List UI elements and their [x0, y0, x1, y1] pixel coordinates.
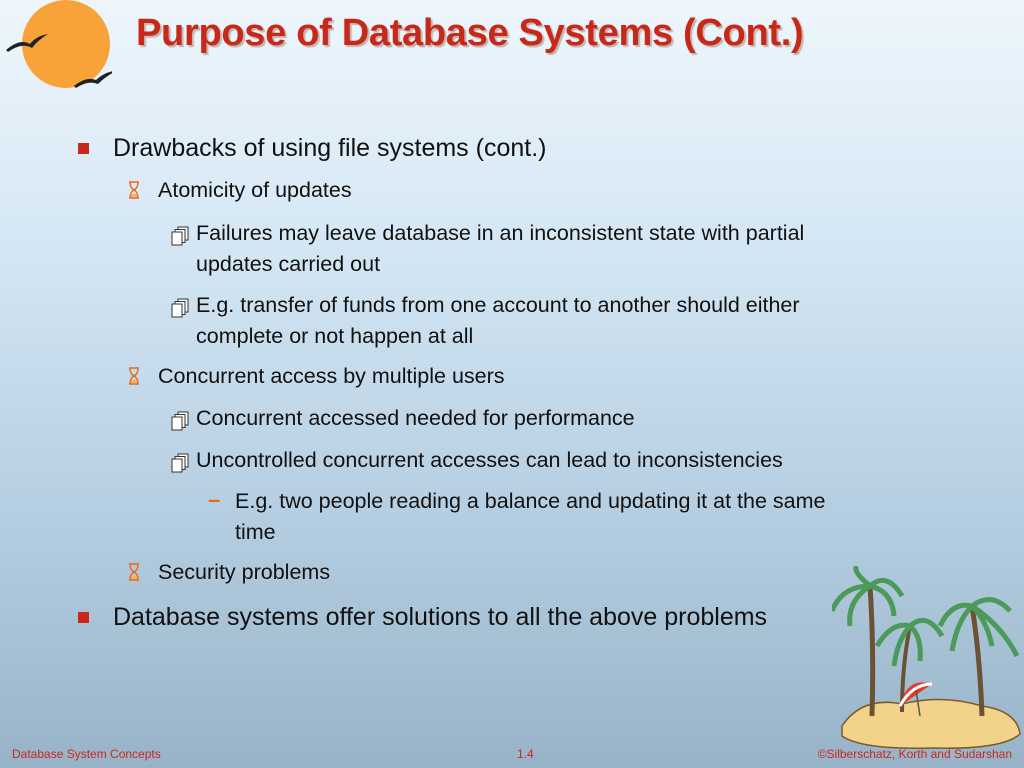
bullet-uncontrolled: Uncontrolled concurrent accesses can lea…: [196, 445, 783, 476]
bullet-failures: Failures may leave database in an incons…: [196, 218, 804, 280]
bullet-line: Uncontrolled concurrent accesses can lea…: [196, 448, 783, 472]
palm-island-icon: [832, 566, 1021, 749]
bullet-transfer-example: E.g. transfer of funds from one account …: [196, 290, 800, 352]
document-stack-icon: [171, 226, 189, 246]
hourglass-bullet-icon: [129, 563, 139, 581]
footer-copyright: ©Silberschatz, Korth and Sudarshan: [817, 747, 1012, 761]
footer-left: Database System Concepts: [12, 747, 161, 761]
bullet-drawbacks: Drawbacks of using file systems (cont.): [113, 134, 547, 162]
document-stack-icon: [171, 298, 189, 318]
bullet-security: Security problems: [158, 560, 331, 584]
bullet-line: E.g. two people reading a balance and up…: [235, 489, 826, 513]
hourglass-bullet-icon: [129, 181, 139, 199]
bullet-line: E.g. transfer of funds from one account …: [196, 293, 800, 317]
bullet-balance-example: E.g. two people reading a balance and up…: [235, 486, 825, 548]
bullet-line: Concurrent accessed needed for performan…: [196, 406, 635, 430]
sun-with-birds-icon: [6, 0, 112, 88]
bullet-solutions: Database systems offer solutions to all …: [113, 603, 768, 631]
square-bullet-icon: [78, 143, 89, 154]
square-bullet-icon: [78, 612, 89, 623]
bullet-line: updates carried out: [196, 252, 381, 276]
bullet-concurrent-access: Concurrent access by multiple users: [158, 364, 505, 388]
dash-bullet: –: [208, 487, 221, 512]
bullet-line: time: [235, 520, 276, 544]
bullet-line: complete or not happen at all: [196, 324, 474, 348]
bullet-atomicity: Atomicity of updates: [158, 178, 352, 202]
hourglass-bullet-icon: [129, 367, 139, 385]
slide-title: Purpose of Database Systems (Cont.): [136, 12, 804, 54]
bullet-line: Failures may leave database in an incons…: [196, 221, 805, 245]
bullet-performance: Concurrent accessed needed for performan…: [196, 403, 635, 434]
document-stack-icon: [171, 453, 189, 473]
footer-page-number: 1.4: [517, 747, 534, 761]
document-stack-icon: [171, 411, 189, 431]
